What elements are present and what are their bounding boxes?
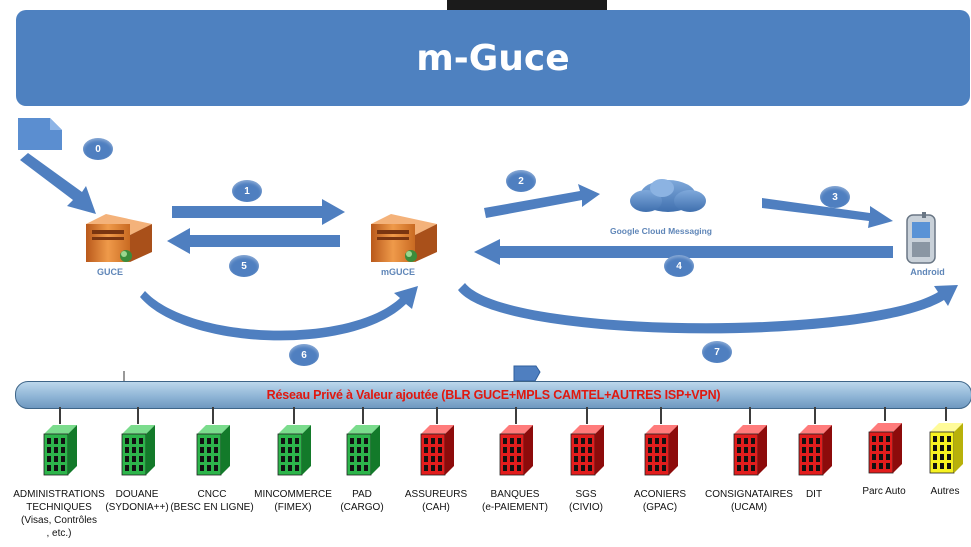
android-label: Android: [910, 267, 945, 277]
step-badge-7: 7: [702, 341, 732, 363]
entity-6: ASSUREURS (CAH): [386, 488, 486, 514]
entity-2: DOUANE (SYDONIA++): [87, 488, 187, 514]
connector-icon: [513, 365, 541, 382]
step-badge-6: 6: [289, 344, 319, 366]
building-icon: [277, 425, 311, 476]
title-banner: m-Guce: [16, 10, 970, 106]
building-icon: [121, 425, 155, 476]
entity-12: Parc Auto: [834, 485, 934, 498]
entity-7: BANQUES (e-PAIEMENT): [465, 488, 565, 514]
entity-name: Autres: [930, 486, 960, 497]
stem-10: [749, 407, 751, 424]
stem-11: [814, 407, 816, 424]
entity-10: CONSIGNATAIRES (UCAM): [699, 488, 799, 514]
entity-name: Parc Auto: [862, 486, 906, 497]
entity-sub: (CIVIO): [569, 502, 603, 513]
arrow-1: [172, 199, 345, 225]
building-icon: [644, 425, 678, 476]
arrow-5: [167, 228, 340, 254]
entity-name: SGS: [575, 489, 597, 500]
stem-1: [59, 407, 61, 424]
arrow-0: [20, 153, 96, 214]
stem-5: [362, 407, 364, 424]
step-badge-2: 2: [506, 170, 536, 192]
stem-8: [586, 407, 588, 424]
building-icon: [733, 425, 767, 476]
step-badge-3: 3: [820, 186, 850, 208]
guce-server-icon: [86, 214, 152, 262]
stem-13: [945, 407, 947, 421]
arrow-3: [762, 198, 893, 228]
building-icon: [196, 425, 230, 476]
building-icon: [570, 425, 604, 476]
network-title: Réseau Privé à Valeur ajoutée (BLR GUCE+…: [266, 388, 721, 402]
guce-label: GUCE: [96, 267, 123, 277]
entity-sub: TECHNIQUES: [26, 502, 92, 513]
building-icon: [798, 425, 832, 476]
stem-4: [293, 407, 295, 424]
entity-13: Autres: [895, 485, 971, 498]
entity-name: CNCC: [197, 489, 227, 500]
building-icon: [499, 425, 533, 476]
stem-2: [137, 407, 139, 424]
top-tab: [447, 0, 607, 10]
entity-8: SGS (CIVIO): [536, 488, 636, 514]
entity-sub3: , etc.): [46, 528, 72, 539]
step-badge-0: 0: [83, 138, 113, 160]
entity-name: CONSIGNATAIRES: [705, 489, 793, 500]
step-badge-4: 4: [664, 255, 694, 277]
entity-sub: (GPAC): [642, 502, 678, 513]
entity-name: BANQUES: [490, 489, 540, 500]
step-badge-5: 5: [229, 255, 259, 277]
building-icon: [346, 425, 380, 476]
network-bus: Réseau Privé à Valeur ajoutée (BLR GUCE+…: [15, 381, 971, 409]
entity-name: ADMINISTRATIONS: [13, 489, 105, 500]
entity-sub: (e-PAIEMENT): [482, 502, 548, 513]
building-icon: [420, 425, 454, 476]
entity-5: PAD (CARGO): [312, 488, 412, 514]
entity-name: ASSUREURS: [404, 489, 468, 500]
building-icon: [929, 423, 963, 474]
mguce-server-icon: [371, 214, 437, 262]
entity-sub: (FIMEX): [274, 502, 312, 513]
stem-3: [212, 407, 214, 424]
entity-name: ACONIERS: [633, 489, 687, 500]
entity-sub: (UCAM): [730, 502, 768, 513]
cloud-icon: [630, 179, 706, 212]
entity-sub: (SYDONIA++): [105, 502, 169, 513]
building-icon: [868, 423, 902, 474]
entity-name: PAD: [352, 489, 372, 500]
arrow-7: [458, 283, 958, 334]
entity-11: DIT: [764, 488, 864, 501]
android-phone-icon: [906, 212, 936, 264]
entity-sub: (BESC EN LIGNE): [170, 502, 254, 513]
arrow-6: [140, 286, 418, 341]
entity-sub: (CAH): [422, 502, 450, 513]
mguce-label: mGUCE: [380, 267, 415, 277]
entity-name: MINCOMMERCE: [254, 489, 332, 500]
stem-6: [436, 407, 438, 424]
arrow-4: [474, 239, 893, 265]
entity-9: ACONIERS (GPAC): [610, 488, 710, 514]
entity-sub2: (Visas, Contrôles: [21, 515, 97, 526]
stem-7: [515, 407, 517, 424]
stem-9: [660, 407, 662, 424]
step-badge-1: 1: [232, 180, 262, 202]
entity-4: MINCOMMERCE (FIMEX): [243, 488, 343, 514]
entity-sub: (CARGO): [340, 502, 384, 513]
entity-1: ADMINISTRATIONS TECHNIQUES (Visas, Contrôl…: [9, 488, 109, 540]
entity-name: DOUANE: [115, 489, 159, 500]
entity-3: CNCC (BESC EN LIGNE): [162, 488, 262, 514]
arrow-2: [484, 184, 600, 218]
page-title: m-Guce: [416, 37, 570, 79]
building-icon: [43, 425, 77, 476]
entity-name: DIT: [805, 489, 823, 500]
stem-12: [884, 407, 886, 421]
gcm-label: Google Cloud Messaging: [610, 226, 713, 236]
